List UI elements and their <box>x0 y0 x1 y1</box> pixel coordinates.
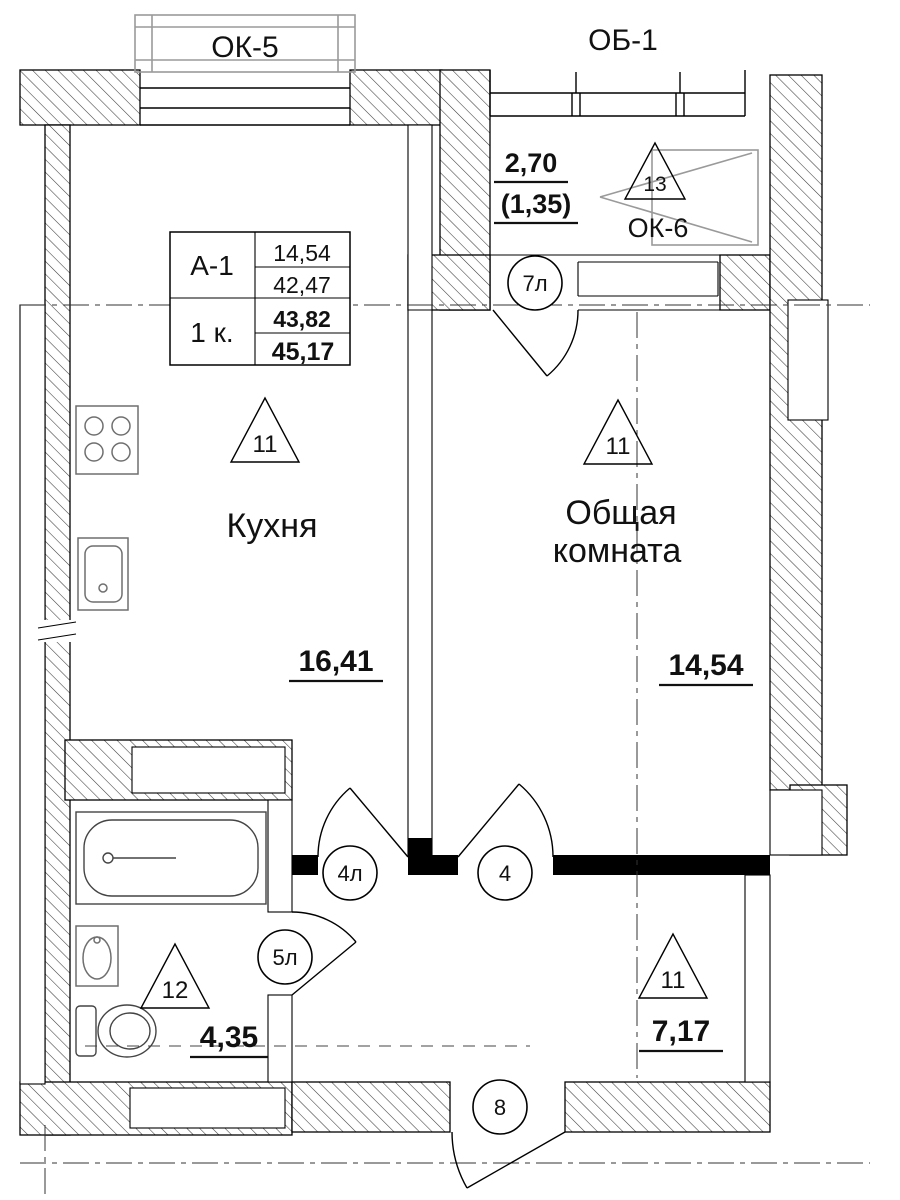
door-mark-kitchen-label: 4л <box>337 861 362 886</box>
walls-partitions <box>19 124 829 1129</box>
door-mark-living: 4 <box>477 845 533 901</box>
window-label-ok6: ОК-6 <box>628 213 689 243</box>
walls-solid <box>292 838 770 875</box>
room-label-living-2: комната <box>553 532 682 570</box>
wall-hall-bottom-right <box>564 1081 771 1133</box>
door-mark-living-label: 4 <box>499 861 511 886</box>
stamp-type: А-1 <box>190 250 234 281</box>
room-label-living-1: Общая <box>565 494 676 532</box>
washbasin <box>75 925 119 987</box>
stamp-area-3: 43,82 <box>273 306 331 332</box>
wall-bathroom-right-upper <box>267 799 293 913</box>
wall-top-left <box>19 69 141 126</box>
area-label-bathroom: 4,35 <box>190 1021 268 1059</box>
height-mark-kitchen: 11 <box>229 396 301 463</box>
duct-bathroom-bottom <box>129 1087 286 1129</box>
doors-graphics <box>291 309 579 1189</box>
door-entrance-swing <box>451 1131 566 1189</box>
wall-right <box>769 74 823 791</box>
door-bathroom-swing <box>291 911 357 996</box>
wall-right-lower-gap <box>769 789 823 856</box>
height-mark-balcony: 13 <box>623 141 687 200</box>
area-label-hallway: 7,17 <box>639 1015 723 1053</box>
height-mark-balcony-label: 13 <box>643 173 666 196</box>
area-hallway-value: 7,17 <box>652 1015 710 1048</box>
balcony-area-label: 2,70 (1,35) <box>494 148 578 225</box>
door-marks: 7л 4л 4 5л 8 <box>257 255 563 1135</box>
door-mark-entrance: 8 <box>472 1079 528 1135</box>
wall-left-outer-band <box>19 304 46 1085</box>
window-ok5-plan <box>140 87 350 126</box>
door-balcony-swing <box>492 309 579 377</box>
door-mark-kitchen: 4л <box>322 845 378 901</box>
stamp-living-area: 14,54 <box>273 240 331 266</box>
wall-top-mid <box>349 69 443 126</box>
window-niche-right <box>787 299 829 421</box>
wall-hall-right <box>744 874 771 1083</box>
axis-lines <box>20 304 870 1198</box>
wall-kitchen-living-end <box>408 838 432 875</box>
stamp-area-2: 42,47 <box>273 272 331 298</box>
height-mark-bathroom-label: 12 <box>162 977 189 1004</box>
height-mark-living-label: 11 <box>606 433 631 460</box>
wall-break-mask <box>43 620 72 642</box>
wall-corner-living-right <box>719 254 771 311</box>
wall-break-line <box>37 621 77 629</box>
height-mark-hallway-label: 11 <box>661 967 686 994</box>
balcony-edges <box>408 254 770 311</box>
area-label-kitchen: 16,41 <box>289 645 383 683</box>
toilet <box>75 1004 157 1058</box>
duct-bathroom-top <box>131 746 286 794</box>
door-mark-balcony-label: 7л <box>522 271 547 296</box>
door-mark-bathroom: 5л <box>257 929 313 985</box>
window-label-ob1: ОБ-1 <box>588 24 658 57</box>
wall-living-bottom <box>553 855 770 875</box>
door-kitchen-swing <box>317 787 409 858</box>
windows-graphics <box>134 14 770 311</box>
area-kitchen-value: 16,41 <box>298 645 373 678</box>
window-ok6-sill <box>577 261 719 297</box>
door-mark-bathroom-label: 5л <box>272 945 297 970</box>
fixtures <box>75 405 267 1058</box>
apartment-stamp: А-1 14,54 42,47 1 к. 43,82 45,17 <box>169 231 351 366</box>
balcony-area: 2,70 <box>505 148 558 178</box>
door-living-swing <box>457 783 554 858</box>
height-mark-kitchen-label: 11 <box>253 431 278 458</box>
area-label-living: 14,54 <box>659 649 753 687</box>
window-label-ok5: ОК-5 <box>211 31 279 64</box>
labels: ОК-5 ОБ-1 ОК-6 2,70 (1,35) Кухня 16,41 О… <box>190 24 753 1059</box>
height-marks: 11 11 13 12 11 <box>139 141 709 1009</box>
door-mark-balcony: 7л <box>507 255 563 311</box>
stove <box>75 405 139 475</box>
wall-hall-bottom-left <box>291 1081 451 1133</box>
wall-break-line <box>37 633 77 641</box>
door-mark-entrance-label: 8 <box>494 1095 506 1120</box>
height-mark-hallway: 11 <box>637 932 709 999</box>
area-bathroom-value: 4,35 <box>200 1021 258 1054</box>
bathtub <box>75 811 267 905</box>
walls-hatched <box>19 69 848 1136</box>
window-ok5-symbol <box>134 14 356 73</box>
wall-stub-kitchen-left <box>292 855 318 875</box>
kitchen-sink <box>77 537 129 611</box>
stamp-total-area: 45,17 <box>272 338 335 366</box>
height-mark-living: 11 <box>582 398 654 465</box>
wall-bathroom-right-lower <box>267 994 293 1083</box>
stamp-rooms: 1 к. <box>190 317 233 348</box>
window-ob1-glazing <box>489 70 746 117</box>
window-ok6-casement <box>599 149 759 246</box>
area-living-value: 14,54 <box>668 649 743 682</box>
wall-kitchen-living <box>407 124 433 856</box>
wall-stub-mid <box>432 855 458 875</box>
room-label-kitchen: Кухня <box>227 507 318 545</box>
height-mark-bathroom: 12 <box>139 942 211 1009</box>
balcony-area-reduced: (1,35) <box>501 189 572 219</box>
